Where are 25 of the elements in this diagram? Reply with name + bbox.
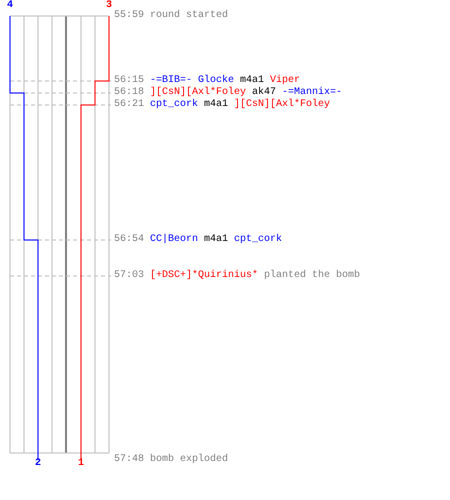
timestamp: 56:21	[114, 100, 144, 110]
event-text: bomb exploded	[150, 455, 228, 465]
timestamp: 56:54	[114, 235, 144, 245]
event-text: round started	[150, 11, 228, 21]
player-name: cpt_cork	[150, 100, 198, 110]
player-name: ][CsN][Axl*Foley	[234, 100, 330, 110]
weapon-name: m4a1	[204, 235, 228, 245]
timestamp: 55:59	[114, 11, 144, 21]
event-text: planted the bomb	[264, 271, 360, 281]
weapon-name: m4a1	[204, 100, 228, 110]
player-name: cpt_cork	[234, 235, 282, 245]
player-name: ][CsN][Axl*Foley	[150, 88, 246, 98]
timestamp: 56:15	[114, 76, 144, 86]
player-name: [+DSC+]*Quirinius*	[150, 271, 258, 281]
weapon-name: ak47	[252, 88, 276, 98]
player-name: -=Mannix=-	[282, 88, 342, 98]
timestamp: 57:48	[114, 455, 144, 465]
player-count: 3	[106, 1, 112, 11]
timestamp: 57:03	[114, 271, 144, 281]
timestamp: 56:18	[114, 88, 144, 98]
player-count: 4	[7, 1, 14, 11]
player-name: CC|Beorn	[150, 235, 198, 245]
player-name: Viper	[270, 76, 300, 86]
player-name: -=BIB=- Glocke	[150, 76, 234, 86]
weapon-name: m4a1	[240, 76, 264, 86]
